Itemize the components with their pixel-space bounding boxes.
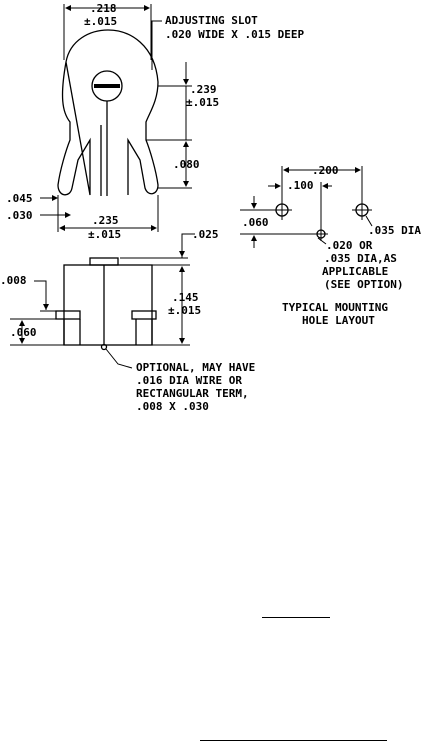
mount-hole-left: [272, 200, 292, 220]
side-top-pin: [89, 257, 119, 266]
dim-lead-length-label: .080: [173, 158, 200, 171]
dim-width-tol: ±.015: [84, 15, 117, 28]
side-note-line-2: .016 DIA WIRE OR: [136, 374, 242, 387]
dim-pin-height-label: .060: [10, 326, 37, 339]
mount-note-line-3: APPLICABLE: [322, 265, 388, 278]
slot-title: ADJUSTING SLOT: [165, 14, 258, 27]
mount-caption-line-1: TYPICAL MOUNTING: [282, 301, 388, 314]
side-right-terminal: [131, 310, 157, 320]
mount-caption-line-2: HOLE LAYOUT: [302, 314, 375, 327]
dim-width-label: .218: [90, 2, 117, 15]
dim-pin-top-label: .025: [192, 228, 219, 241]
dim-spacing-label: .200: [312, 164, 339, 177]
slot-detail: .020 WIDE X .015 DEEP: [165, 28, 304, 41]
mount-hole-right: [352, 200, 372, 220]
side-note-line-1: OPTIONAL, MAY HAVE: [136, 361, 255, 374]
side-note-line-4: .008 X .030: [136, 400, 209, 413]
side-view: .025 .008 .145 ±.015 .060 OPTIONAL, MAY …: [0, 228, 255, 413]
mount-note-line-4: (SEE OPTION): [324, 278, 403, 291]
mount-note-line-2: .035 DIA,AS: [324, 252, 397, 265]
adjusting-slot: [94, 84, 120, 88]
hole-dia-label: .035 DIA: [368, 224, 421, 237]
side-note-line-3: RECTANGULAR TERM,: [136, 387, 249, 400]
dim-offset-label: .060: [242, 216, 269, 229]
side-left-terminal: [55, 310, 81, 320]
signature-rule-long: [200, 740, 387, 741]
trimmer-body-outline: [57, 29, 159, 196]
dim-pitch-label: .235: [92, 214, 119, 227]
mount-note-line-1: .020 OR: [326, 239, 373, 252]
dim-standoff-label: .008: [0, 274, 27, 287]
dim-height-label: .239: [190, 83, 217, 96]
signature-rule-short: [262, 617, 330, 618]
side-body: [63, 264, 153, 346]
dim-lead-b-label: .030: [6, 209, 33, 222]
dim-height-tol: ±.015: [186, 96, 219, 109]
dim-pitch-tol: ±.015: [88, 228, 121, 241]
dim-lead-a-label: .045: [6, 192, 33, 205]
dim-half-label: .100: [287, 179, 314, 192]
dim-body-tol: ±.015: [168, 304, 201, 317]
dim-body-label: .145: [172, 291, 199, 304]
mounting-layout: .200 .100 .060 .035 DIA .020 OR .035 DIA…: [240, 164, 421, 327]
top-view: .218 ±.015 ADJUSTING SLOT .020 WIDE X .0…: [6, 2, 304, 241]
